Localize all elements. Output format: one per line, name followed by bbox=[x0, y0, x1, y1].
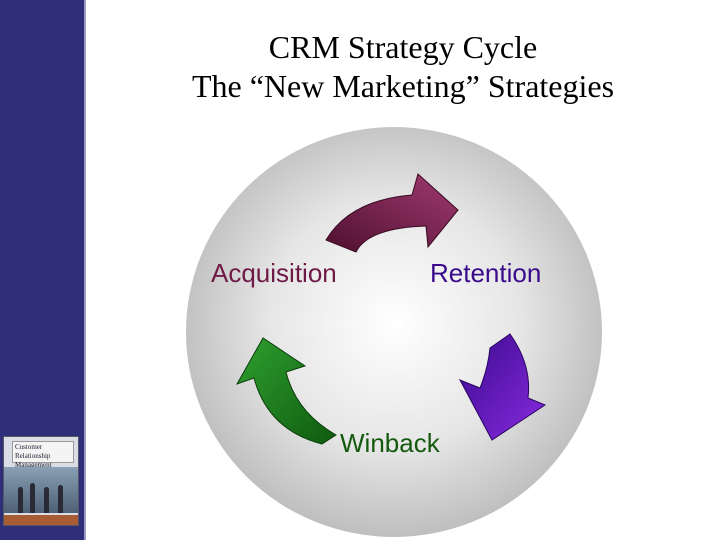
person-figure bbox=[18, 487, 23, 513]
node-winback: Winback bbox=[340, 428, 440, 458]
node-retention: Retention bbox=[430, 258, 542, 288]
arrow-retention-to-winback bbox=[458, 333, 547, 441]
person-figure bbox=[30, 483, 35, 513]
node-acquisition: Acquisition bbox=[211, 258, 337, 288]
person-figure bbox=[58, 485, 63, 513]
book-cover-footer bbox=[4, 515, 78, 525]
sidebar-edge bbox=[84, 0, 86, 540]
book-cover-photo bbox=[4, 467, 78, 513]
background-circle bbox=[186, 127, 602, 537]
slide-title-line-1: CRM Strategy Cycle bbox=[268, 29, 538, 65]
arrow-winback-to-acquisition bbox=[235, 337, 337, 445]
person-figure bbox=[44, 487, 49, 513]
arrow-acquisition-to-retention bbox=[325, 173, 459, 253]
book-cover-image: Customer Relationship Management bbox=[3, 436, 79, 526]
slide-title-line-2: The “New Marketing” Strategies bbox=[191, 68, 615, 104]
book-cover-title: Customer Relationship Management bbox=[12, 441, 74, 469]
slide-title: CRM Strategy Cycle The “New Marketing” S… bbox=[86, 28, 720, 106]
